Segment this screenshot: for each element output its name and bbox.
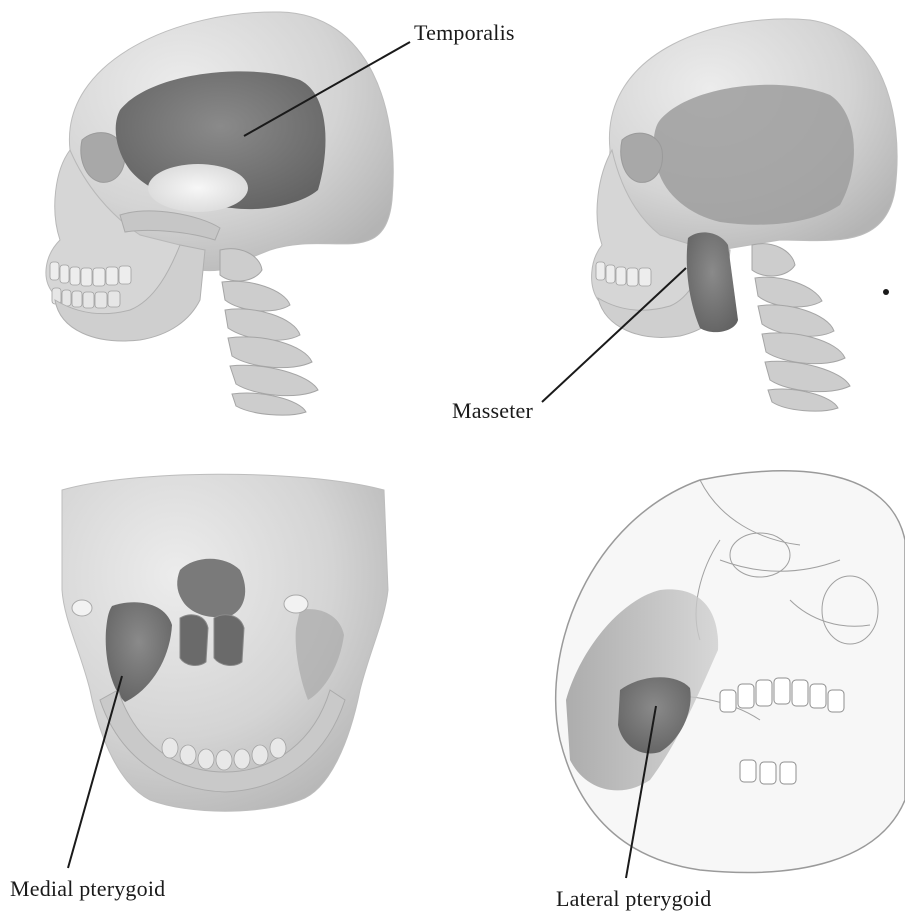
temporalis-label: Temporalis xyxy=(414,20,515,46)
panel-medial-pterygoid xyxy=(62,474,388,868)
foramen-right xyxy=(284,595,308,613)
panel-lateral-pterygoid xyxy=(556,471,905,878)
cervical-spine xyxy=(220,249,318,415)
foramen-left xyxy=(72,600,92,616)
cervical-spine-2 xyxy=(752,244,850,411)
panel-temporalis xyxy=(46,12,410,415)
speck xyxy=(883,289,889,295)
lateral-pterygoid-label: Lateral pterygoid xyxy=(556,886,712,912)
panel-masseter xyxy=(542,19,897,411)
temporal-fossa xyxy=(654,85,854,225)
temporalis-tendon xyxy=(148,164,248,212)
medial-pterygoid-label: Medial pterygoid xyxy=(10,876,165,902)
masseter-label: Masseter xyxy=(452,398,533,424)
